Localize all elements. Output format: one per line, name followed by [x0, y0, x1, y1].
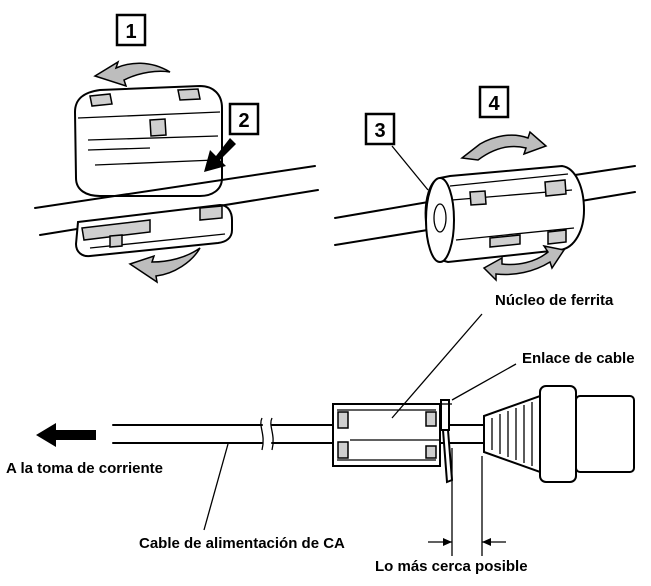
ac-cable-leader: [203, 443, 229, 531]
cable-tie-leader: [451, 363, 517, 401]
ac-plug: [483, 385, 635, 483]
as-close-label: Lo más cerca posible: [375, 558, 528, 575]
ferrite-core-label: Núcleo de ferrita: [495, 292, 614, 309]
cable-tie-label: Enlace de cable: [522, 350, 635, 367]
as-close-dimension: [428, 448, 506, 556]
closed-ferrite-clamp-figure: 3 4: [334, 85, 636, 282]
step-3-box: 3: [364, 112, 396, 146]
step-4-box: 4: [478, 85, 510, 119]
rotate-close-arrow-top: [460, 130, 548, 161]
installed-ferrite-core: [332, 403, 441, 467]
rotate-open-arrow-bottom: [128, 247, 201, 284]
ac-cable-lines: [112, 417, 485, 451]
step-1-box: 1: [115, 13, 147, 47]
installed-figure: Núcleo de ferrita Enlace de cable A la t…: [6, 292, 635, 575]
rotate-open-arrow-top: [93, 60, 171, 88]
step-3-number: 3: [374, 120, 385, 142]
closed-core-body: [424, 164, 586, 264]
step-1-number: 1: [125, 21, 136, 43]
step-3-leader: [391, 145, 429, 191]
step-2-number: 2: [238, 110, 249, 132]
push-arrow: [204, 138, 236, 172]
clamp-upper-half: [73, 84, 223, 197]
ferrite-core-leader: [391, 313, 483, 419]
to-outlet-label: A la toma de corriente: [6, 460, 163, 477]
ac-cable-label: Cable de alimentación de CA: [139, 535, 345, 552]
clamp-lower-half: [74, 203, 233, 258]
cable-step3: [334, 165, 636, 246]
open-ferrite-clamp-figure: 1 2: [34, 13, 319, 284]
step-4-number: 4: [488, 93, 500, 115]
step-2-box: 2: [228, 102, 260, 136]
to-outlet-arrow: [36, 423, 96, 447]
rotate-close-arrow-bottom: [482, 244, 566, 282]
